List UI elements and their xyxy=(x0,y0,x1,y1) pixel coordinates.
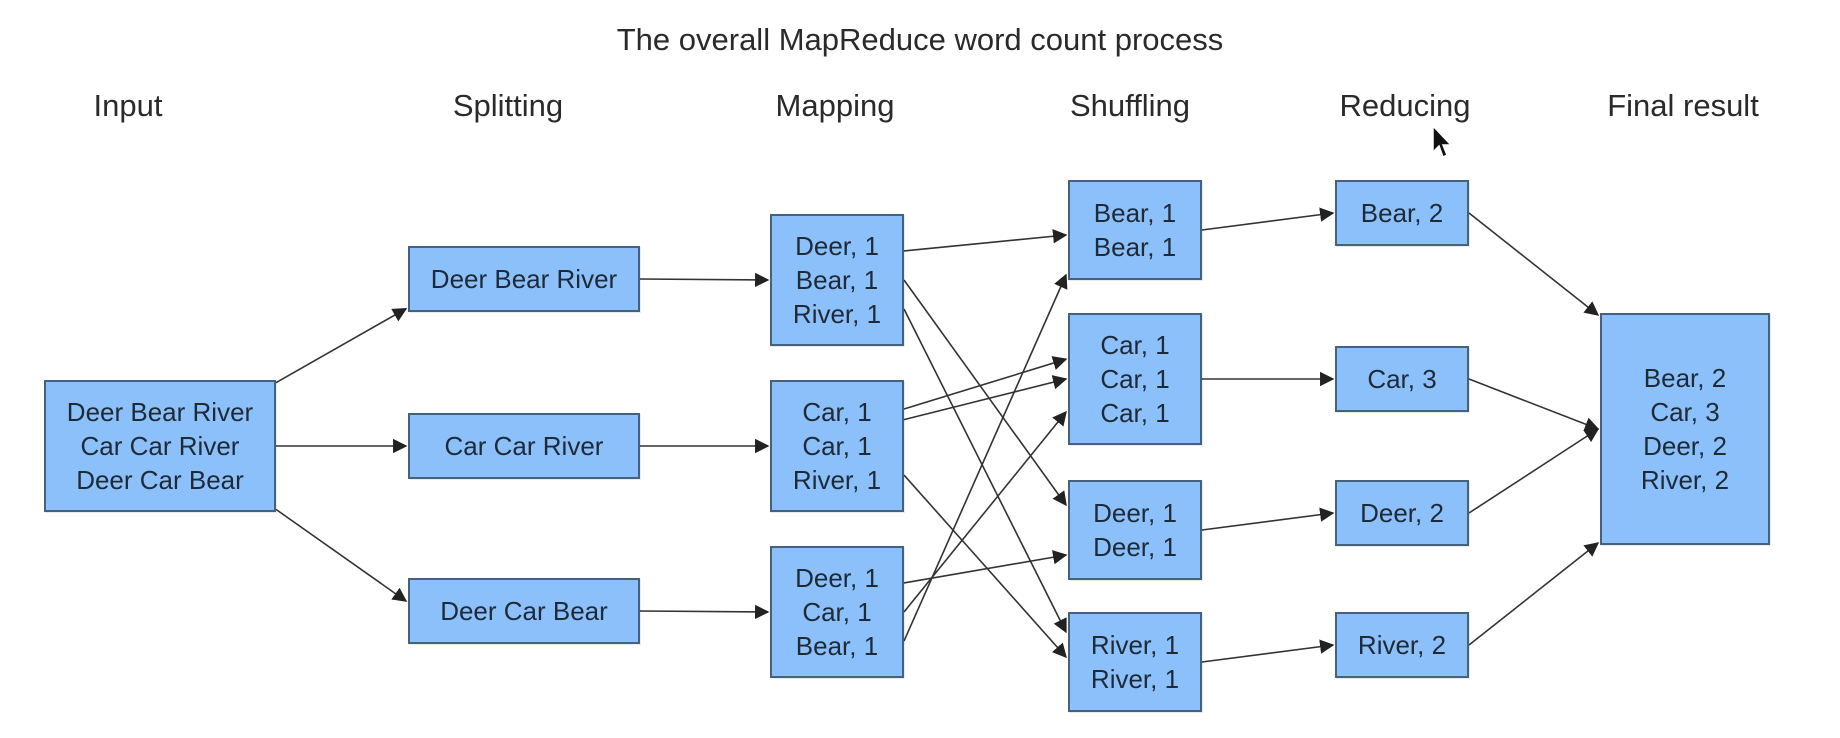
node-red4: River, 2 xyxy=(1335,612,1469,678)
node-map3: Deer, 1 Car, 1 Bear, 1 xyxy=(770,546,904,678)
edge-shuf3-red3 xyxy=(1201,507,1335,531)
node-split1: Deer Bear River xyxy=(408,246,640,312)
edge-map2-shuf4 xyxy=(903,474,1067,659)
node-line: Bear, 1 xyxy=(795,631,879,661)
diagram-title: The overall MapReduce word count process xyxy=(616,22,1224,57)
edge-map1-shuf1 xyxy=(903,229,1068,252)
node-line: Deer, 2 xyxy=(1360,498,1444,528)
edge-red2-final xyxy=(1468,378,1600,432)
node-line: River, 1 xyxy=(792,299,882,329)
edge-map2-shuf2 xyxy=(903,356,1068,410)
edge-red1-final xyxy=(1468,212,1600,316)
node-line: Car, 1 xyxy=(802,431,872,461)
node-map1: Deer, 1 Bear, 1 River, 1 xyxy=(770,214,904,346)
node-line: Car, 3 xyxy=(1650,397,1720,427)
node-shuf2: Car, 1 Car, 1 Car, 1 xyxy=(1068,313,1202,445)
edge-shuf4-red4 xyxy=(1201,639,1335,663)
edge-input-split1 xyxy=(275,307,408,384)
node-line: Car, 1 xyxy=(802,597,872,627)
node-line: Deer Bear River xyxy=(430,264,618,294)
edge-map3-shuf3 xyxy=(903,550,1068,584)
mouse-cursor-icon xyxy=(1432,124,1453,159)
node-line: Car, 1 xyxy=(1100,364,1170,394)
node-shuf3: Deer, 1 Deer, 1 xyxy=(1068,480,1202,580)
node-line: Deer Car Bear xyxy=(76,465,244,495)
node-line: River, 1 xyxy=(792,465,882,495)
stage-label-splitting: Splitting xyxy=(452,88,564,123)
node-line: Bear, 1 xyxy=(1093,232,1177,262)
node-shuf4: River, 1 River, 1 xyxy=(1068,612,1202,712)
node-line: River, 1 xyxy=(1090,664,1180,694)
node-line: Bear, 2 xyxy=(1643,363,1727,393)
node-line: River, 1 xyxy=(1090,630,1180,660)
edge-red4-final xyxy=(1468,542,1600,646)
node-split3: Deer Car Bear xyxy=(408,578,640,644)
stage-label-reducing: Reducing xyxy=(1339,88,1471,123)
stage-label-mapping: Mapping xyxy=(775,88,895,123)
edge-red3-final xyxy=(1468,428,1600,514)
edge-shuf1-red1 xyxy=(1201,207,1335,231)
node-line: Deer, 1 xyxy=(1093,532,1177,562)
edge-map2-shuf2 xyxy=(903,375,1068,421)
node-line: Deer Car Bear xyxy=(440,596,608,626)
node-split2: Car Car River xyxy=(408,413,640,479)
edge-map1-shuf4 xyxy=(903,308,1067,634)
edge-map1-shuf3 xyxy=(903,279,1067,507)
node-line: Bear, 1 xyxy=(1093,198,1177,228)
node-line: Bear, 2 xyxy=(1360,198,1444,228)
edge-map3-shuf1 xyxy=(903,273,1068,642)
node-line: Deer, 1 xyxy=(1093,498,1177,528)
node-line: Car, 3 xyxy=(1367,364,1437,394)
stage-label-input: Input xyxy=(93,88,163,123)
node-map2: Car, 1 Car, 1 River, 1 xyxy=(770,380,904,512)
node-line: Deer, 1 xyxy=(795,231,879,261)
node-line: Car Car River xyxy=(80,431,240,461)
node-red1: Bear, 2 xyxy=(1335,180,1469,246)
node-final: Bear, 2 Car, 3 Deer, 2 River, 2 xyxy=(1600,313,1770,545)
stage-label-shuffling: Shuffling xyxy=(1069,88,1191,123)
stage-label-final: Final result xyxy=(1607,88,1759,123)
edge-split1-map1 xyxy=(639,272,770,288)
node-line: Deer Bear River xyxy=(66,397,254,427)
node-line: Car Car River xyxy=(444,431,604,461)
node-line: Car, 1 xyxy=(1100,398,1170,428)
node-red3: Deer, 2 xyxy=(1335,480,1469,546)
node-shuf1: Bear, 1 Bear, 1 xyxy=(1068,180,1202,280)
node-line: River, 2 xyxy=(1640,465,1730,495)
edge-input-split3 xyxy=(275,508,408,602)
edge-split3-map3 xyxy=(639,604,770,620)
node-line: Car, 1 xyxy=(1100,330,1170,360)
node-line: Deer, 1 xyxy=(795,563,879,593)
node-line: Car, 1 xyxy=(802,397,872,427)
node-line: River, 2 xyxy=(1357,630,1447,660)
node-line: Bear, 1 xyxy=(795,265,879,295)
node-red2: Car, 3 xyxy=(1335,346,1469,412)
node-line: Deer, 2 xyxy=(1643,431,1727,461)
